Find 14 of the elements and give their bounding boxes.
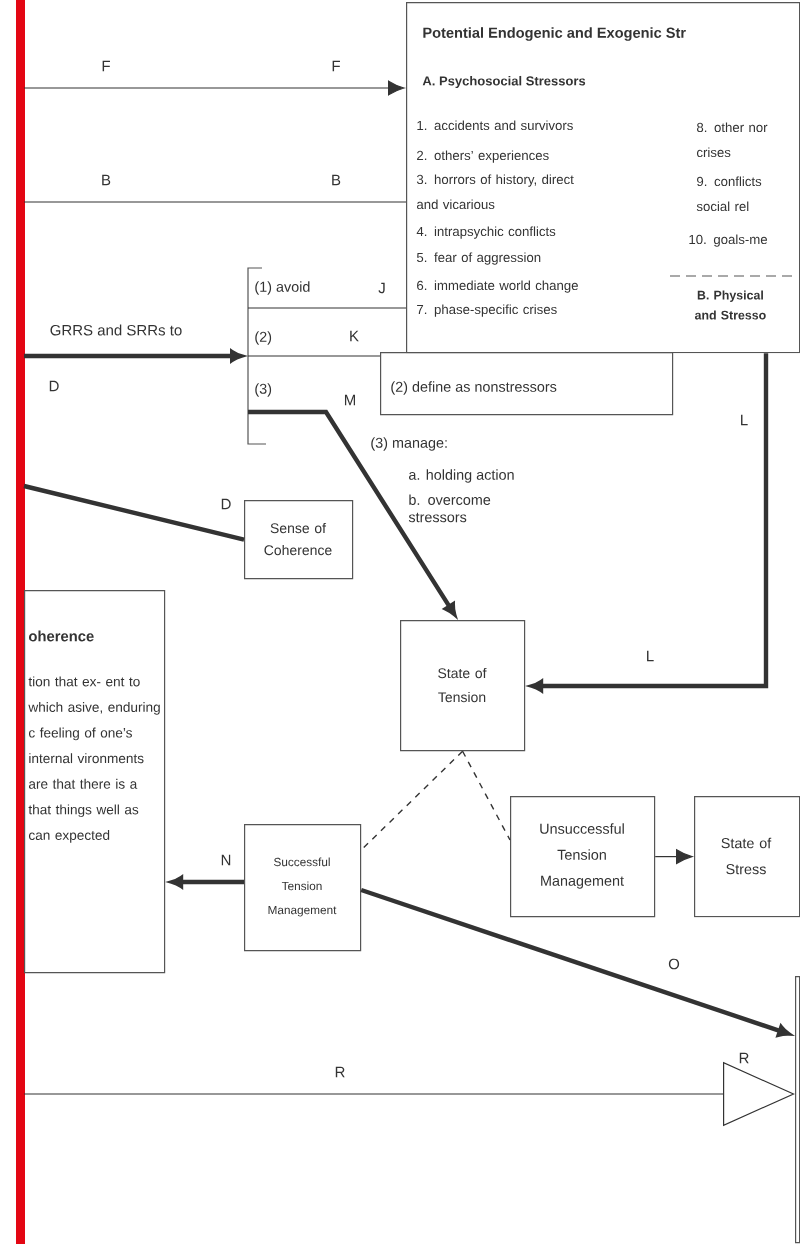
arrow	[23, 80, 405, 96]
arrow	[360, 887, 791, 1037]
connector-line	[23, 201, 407, 203]
connector-line	[247, 307, 407, 309]
connector-line	[461, 750, 511, 841]
arrow	[529, 353, 769, 693]
arrow	[169, 875, 244, 889]
connector-line	[360, 750, 464, 851]
connector-line	[23, 483, 245, 542]
outcome-box	[795, 976, 800, 1244]
connector-line	[247, 355, 381, 357]
arrow	[248, 409, 457, 617]
arrow	[654, 849, 693, 865]
arrow	[24, 349, 244, 363]
